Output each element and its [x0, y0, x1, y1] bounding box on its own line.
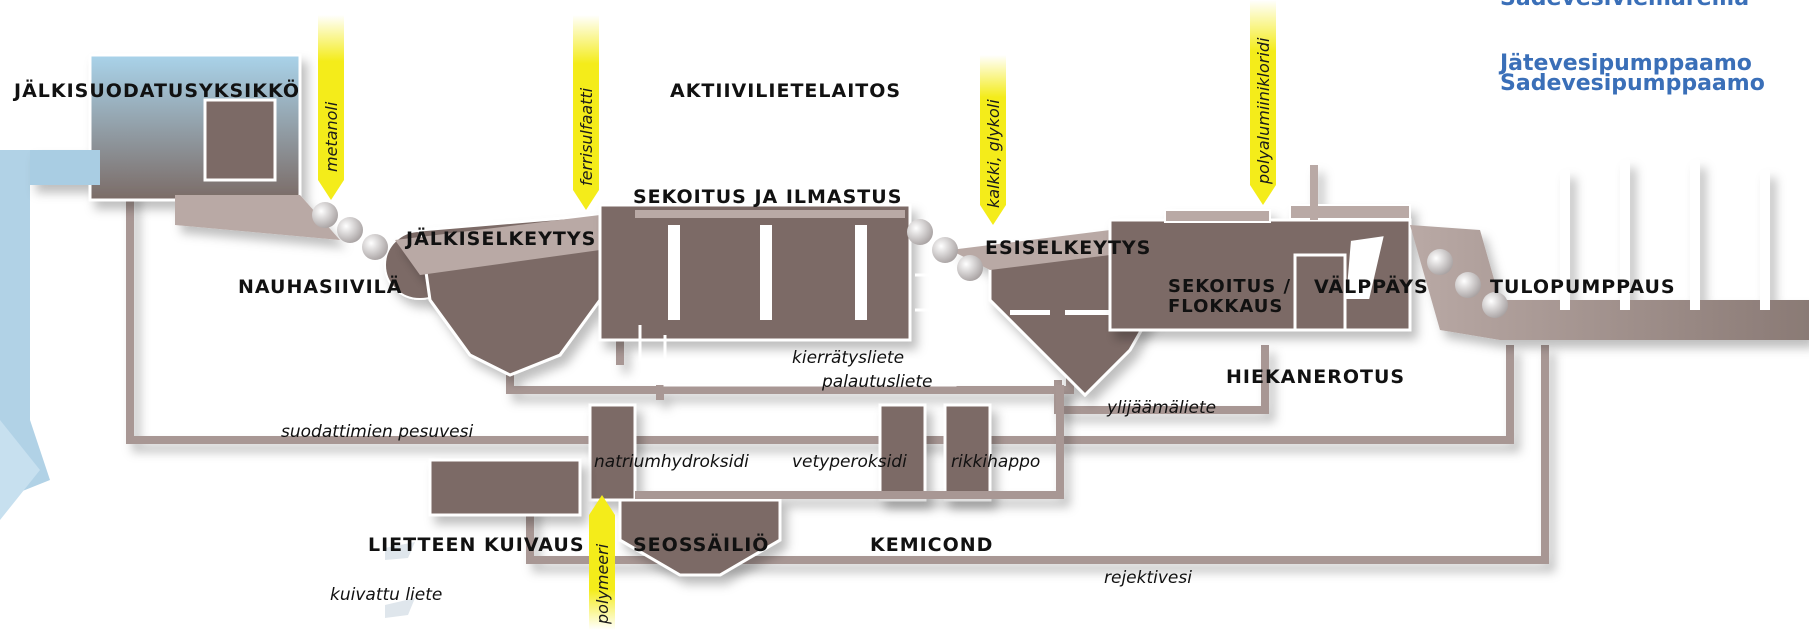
- label-polyaluminium-chloride: polyalumiinikloridi: [1254, 37, 1273, 184]
- mixing-screening-section: [1108, 165, 1412, 332]
- label-recirculation-sludge: kierrätysliete: [792, 348, 905, 368]
- label-sulfuric-acid: rikkihappo: [951, 452, 1041, 472]
- label-mixing-tank: SEOSSÄILIÖ: [633, 534, 770, 556]
- label-mixing-aeration: SEKOITUS JA ILMASTUS: [633, 186, 903, 208]
- label-mixing-flocculation-2: FLOKKAUS: [1168, 296, 1284, 317]
- label-lime-glycol: kalkki, glykoli: [984, 99, 1003, 208]
- label-kemicond: KEMICOND: [870, 534, 994, 556]
- label-hydrogen-peroxide: vetyperoksidi: [792, 452, 907, 472]
- legend-line-1: Sadevesiviemäreillä: [1500, 0, 1749, 10]
- label-sodium-hydroxide: natriumhydroksidi: [594, 452, 749, 472]
- aeration-basin: [598, 203, 912, 342]
- chemical-feed-arrows: [318, 0, 1276, 630]
- label-reject-water: rejektivesi: [1104, 568, 1192, 588]
- legend-line-2: Jätevesipumppaamo: [1500, 51, 1752, 76]
- label-dried-sludge: kuivattu liete: [330, 585, 443, 605]
- inlet-pumping-channel: [1410, 160, 1809, 340]
- label-excess-sludge: ylijäämäliete: [1107, 398, 1217, 418]
- label-return-sludge: palautusliete: [822, 372, 933, 392]
- label-band-filter: NAUHASIIVILÄ: [238, 276, 403, 298]
- sludge-treatment: [428, 385, 1064, 577]
- label-grit-removal: HIEKANEROTUS: [1226, 366, 1406, 388]
- label-post-filtration: JÄLKISUODATUSYKSIKKÖ: [14, 80, 300, 102]
- label-screening: VÄLPPÄYS: [1314, 276, 1429, 298]
- label-mixing-flocculation-1: SEKOITUS /: [1168, 276, 1292, 297]
- label-polymer: polymeeri: [593, 543, 612, 624]
- label-methanol: metanoli: [322, 101, 341, 172]
- post-filtration-unit: [30, 53, 340, 240]
- label-inlet-pumping: TULOPUMPPAUS: [1490, 276, 1676, 298]
- label-post-clarification: JÄLKISELKEYTYS: [406, 228, 597, 250]
- label-activated-sludge-plant: AKTIIVILIETELAITOS: [670, 80, 902, 102]
- label-sludge-drying: LIETTEEN KUIVAUS: [368, 534, 585, 556]
- label-ferric-sulfate: ferrisulfaatti: [577, 87, 596, 186]
- water-outlet: [0, 150, 50, 520]
- return-sludge-lines: [638, 273, 957, 387]
- label-filter-wash-water: suodattimien pesuvesi: [281, 422, 474, 442]
- chemical-tanks: [588, 403, 992, 502]
- flow-balls: [312, 202, 1508, 318]
- label-pre-clarification: ESISELKEYTYS: [985, 237, 1152, 259]
- legend-line-3: Sadevesipumppaamo: [1500, 71, 1765, 96]
- dried-sludge-arrows: [385, 542, 415, 618]
